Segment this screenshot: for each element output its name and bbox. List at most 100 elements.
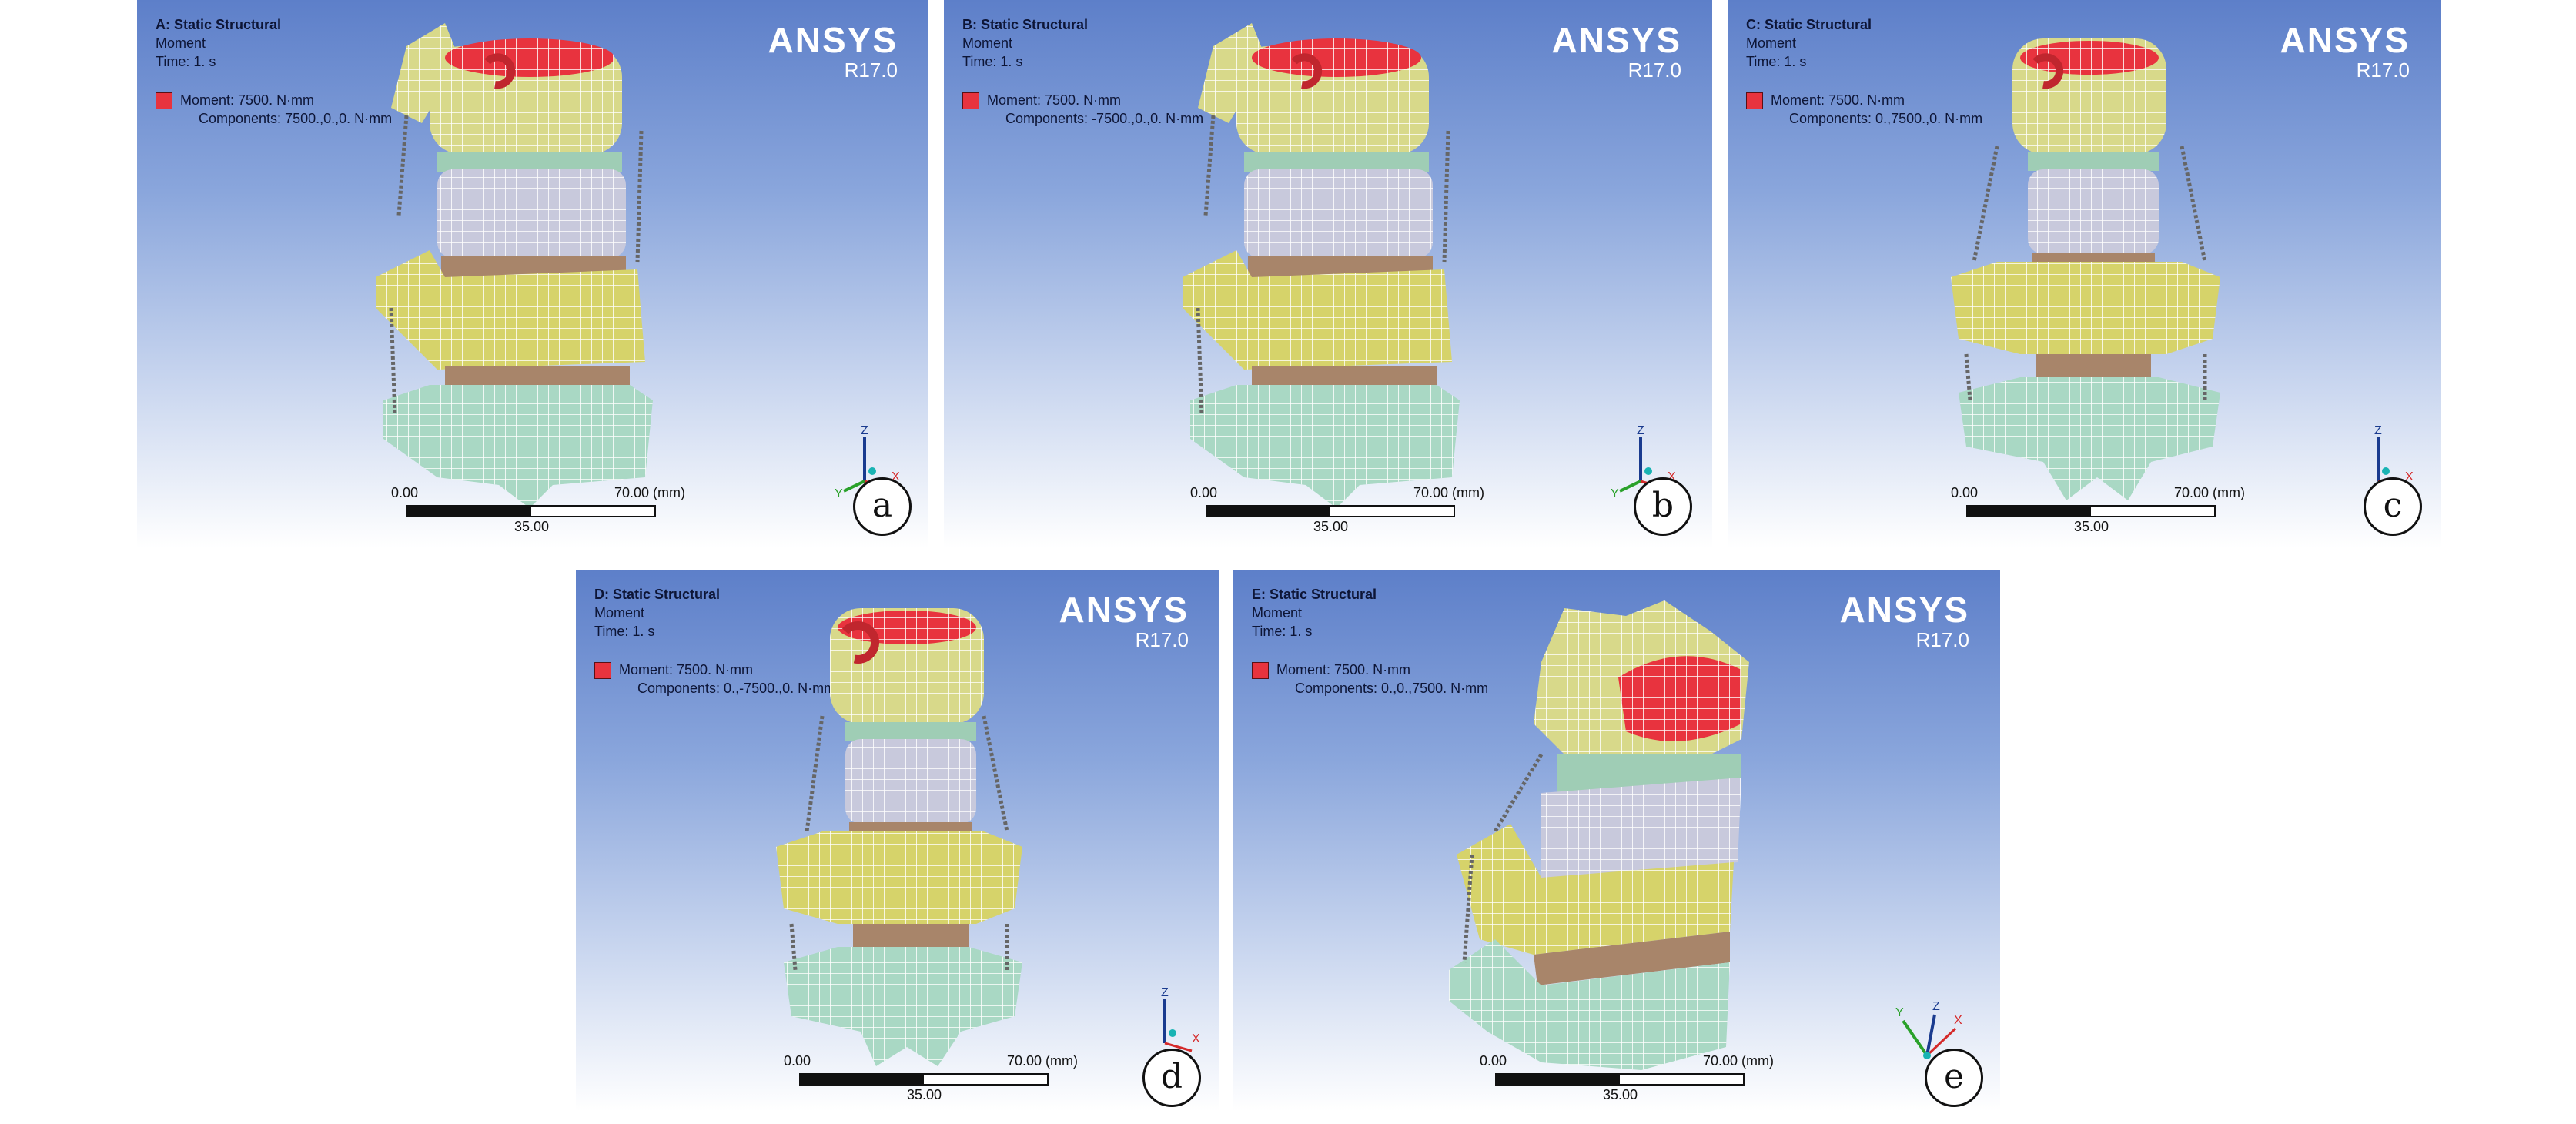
ansys-logo: ANSYS R17.0 xyxy=(2280,22,2410,82)
moment-swatch xyxy=(1252,662,1269,679)
info-block: C: Static Structural Moment Time: 1. s xyxy=(1746,15,1872,71)
scale-track xyxy=(406,505,656,517)
panel-label-badge: c xyxy=(2364,477,2422,536)
axis-z-label: Z xyxy=(1932,1000,1940,1013)
brand-name: ANSYS xyxy=(2280,20,2410,60)
moment-value: Moment: 7500. N·mm xyxy=(180,92,315,108)
time-label: Time: 1. s xyxy=(962,54,1023,69)
axis-y-label: Y xyxy=(1895,1006,1904,1019)
scale-max: 70.00 (mm) xyxy=(1413,485,1485,500)
moment-components: Components: 7500.,0.,0. N·mm xyxy=(199,111,393,126)
axis-x-label: X xyxy=(1954,1014,1962,1027)
axis-x-label: X xyxy=(2405,470,2413,483)
panel-d: D: Static Structural Moment Time: 1. s M… xyxy=(576,570,1219,1112)
scale-mid: 35.00 xyxy=(2074,519,2109,534)
moment-components: Components: 0.,0.,7500. N·mm xyxy=(1295,681,1489,696)
scale-fill xyxy=(408,507,531,516)
brand-name: ANSYS xyxy=(1551,20,1681,60)
panel-label-badge: b xyxy=(1634,477,1692,536)
analysis-title: D: Static Structural xyxy=(594,587,721,602)
ansys-logo: ANSYS R17.0 xyxy=(1059,591,1189,651)
time-label: Time: 1. s xyxy=(1746,54,1807,69)
brand-version: R17.0 xyxy=(2356,59,2410,82)
load-type: Moment xyxy=(962,35,1013,51)
panel-b: B: Static Structural Moment Time: 1. s M… xyxy=(944,0,1712,548)
time-label: Time: 1. s xyxy=(594,624,655,639)
scale-fill xyxy=(801,1075,924,1084)
axis-triad: Z X xyxy=(1161,986,1199,1052)
scale-min: 0.00 xyxy=(1190,485,1218,500)
scale-bar: 0.00 70.00 (mm) 35.00 xyxy=(784,1053,1078,1107)
scale-min: 0.00 xyxy=(1951,485,1979,500)
moment-swatch xyxy=(156,92,172,109)
panel-label-badge: a xyxy=(853,477,912,536)
moment-value: Moment: 7500. N·mm xyxy=(1771,92,1905,108)
ansys-logo: ANSYS R17.0 xyxy=(1552,22,1681,82)
moment-value: Moment: 7500. N·mm xyxy=(619,662,754,677)
brand-version: R17.0 xyxy=(1628,59,1681,82)
panel-c: C: Static Structural Moment Time: 1. s M… xyxy=(1728,0,2441,548)
scale-bar: 0.00 70.00 (mm) 35.00 xyxy=(1951,485,2245,539)
scale-track xyxy=(799,1073,1049,1086)
info-block: D: Static Structural Moment Time: 1. s xyxy=(594,585,720,641)
scale-max: 70.00 (mm) xyxy=(1007,1053,1079,1069)
info-block: A: Static Structural Moment Time: 1. s xyxy=(156,15,281,71)
panel-e: E: Static Structural Moment Time: 1. s M… xyxy=(1233,570,2000,1112)
analysis-title: C: Static Structural xyxy=(1746,17,1872,32)
brand-name: ANSYS xyxy=(1059,590,1189,630)
time-label: Time: 1. s xyxy=(156,54,216,69)
axis-z-label: Z xyxy=(1161,986,1169,999)
scale-min: 0.00 xyxy=(784,1053,811,1069)
load-type: Moment xyxy=(1252,605,1303,621)
scale-bar: 0.00 70.00 (mm) 35.00 xyxy=(1480,1053,1774,1107)
axis-y-label: Y xyxy=(1611,487,1619,500)
moment-swatch xyxy=(962,92,979,109)
moment-swatch xyxy=(594,662,611,679)
scale-fill xyxy=(1968,507,2091,516)
load-type: Moment xyxy=(156,35,206,51)
info-block: E: Static Structural Moment Time: 1. s xyxy=(1252,585,1377,641)
brand-name: ANSYS xyxy=(1839,590,1969,630)
brand-version: R17.0 xyxy=(1135,628,1189,651)
analysis-title: E: Static Structural xyxy=(1252,587,1377,602)
spine-model xyxy=(1183,23,1460,508)
scale-min: 0.00 xyxy=(391,485,419,500)
moment-swatch xyxy=(1746,92,1763,109)
analysis-title: A: Static Structural xyxy=(156,17,282,32)
panel-label-badge: e xyxy=(1925,1049,1983,1107)
scale-mid: 35.00 xyxy=(514,519,550,534)
spine-model xyxy=(776,608,1022,1066)
axis-x-label: X xyxy=(1192,1032,1199,1045)
scale-max: 70.00 (mm) xyxy=(614,485,686,500)
info-block: B: Static Structural Moment Time: 1. s xyxy=(962,15,1088,71)
scale-mid: 35.00 xyxy=(1313,519,1349,534)
spine-model xyxy=(1449,600,1749,1070)
brand-version: R17.0 xyxy=(844,59,898,82)
axis-x-label: X xyxy=(1668,470,1675,483)
scale-max: 70.00 (mm) xyxy=(1703,1053,1775,1069)
spine-model xyxy=(1951,38,2220,500)
scale-mid: 35.00 xyxy=(1603,1087,1638,1102)
load-type: Moment xyxy=(1746,35,1797,51)
scale-mid: 35.00 xyxy=(907,1087,942,1102)
scale-fill xyxy=(1497,1075,1620,1084)
scale-track xyxy=(1206,505,1455,517)
ansys-logo: ANSYS R17.0 xyxy=(1840,591,1969,651)
ansys-logo: ANSYS R17.0 xyxy=(768,22,898,82)
scale-fill xyxy=(1207,507,1330,516)
scale-track xyxy=(1966,505,2216,517)
axis-z-label: Z xyxy=(1637,424,1644,437)
axis-z-label: Z xyxy=(861,424,868,437)
moment-value: Moment: 7500. N·mm xyxy=(987,92,1122,108)
axis-y-label: Y xyxy=(835,487,843,500)
spine-model xyxy=(376,23,653,508)
scale-bar: 0.00 70.00 (mm) 35.00 xyxy=(1190,485,1484,539)
moment-components: Components: 0.,-7500.,0. N·mm xyxy=(637,681,836,696)
axis-x-label: X xyxy=(892,470,899,483)
moment-components: Components: -7500.,0.,0. N·mm xyxy=(1005,111,1204,126)
scale-max: 70.00 (mm) xyxy=(2174,485,2246,500)
load-type: Moment xyxy=(594,605,645,621)
analysis-title: B: Static Structural xyxy=(962,17,1089,32)
axis-triad: Z Y X xyxy=(1895,1000,1962,1059)
scale-track xyxy=(1495,1073,1745,1086)
